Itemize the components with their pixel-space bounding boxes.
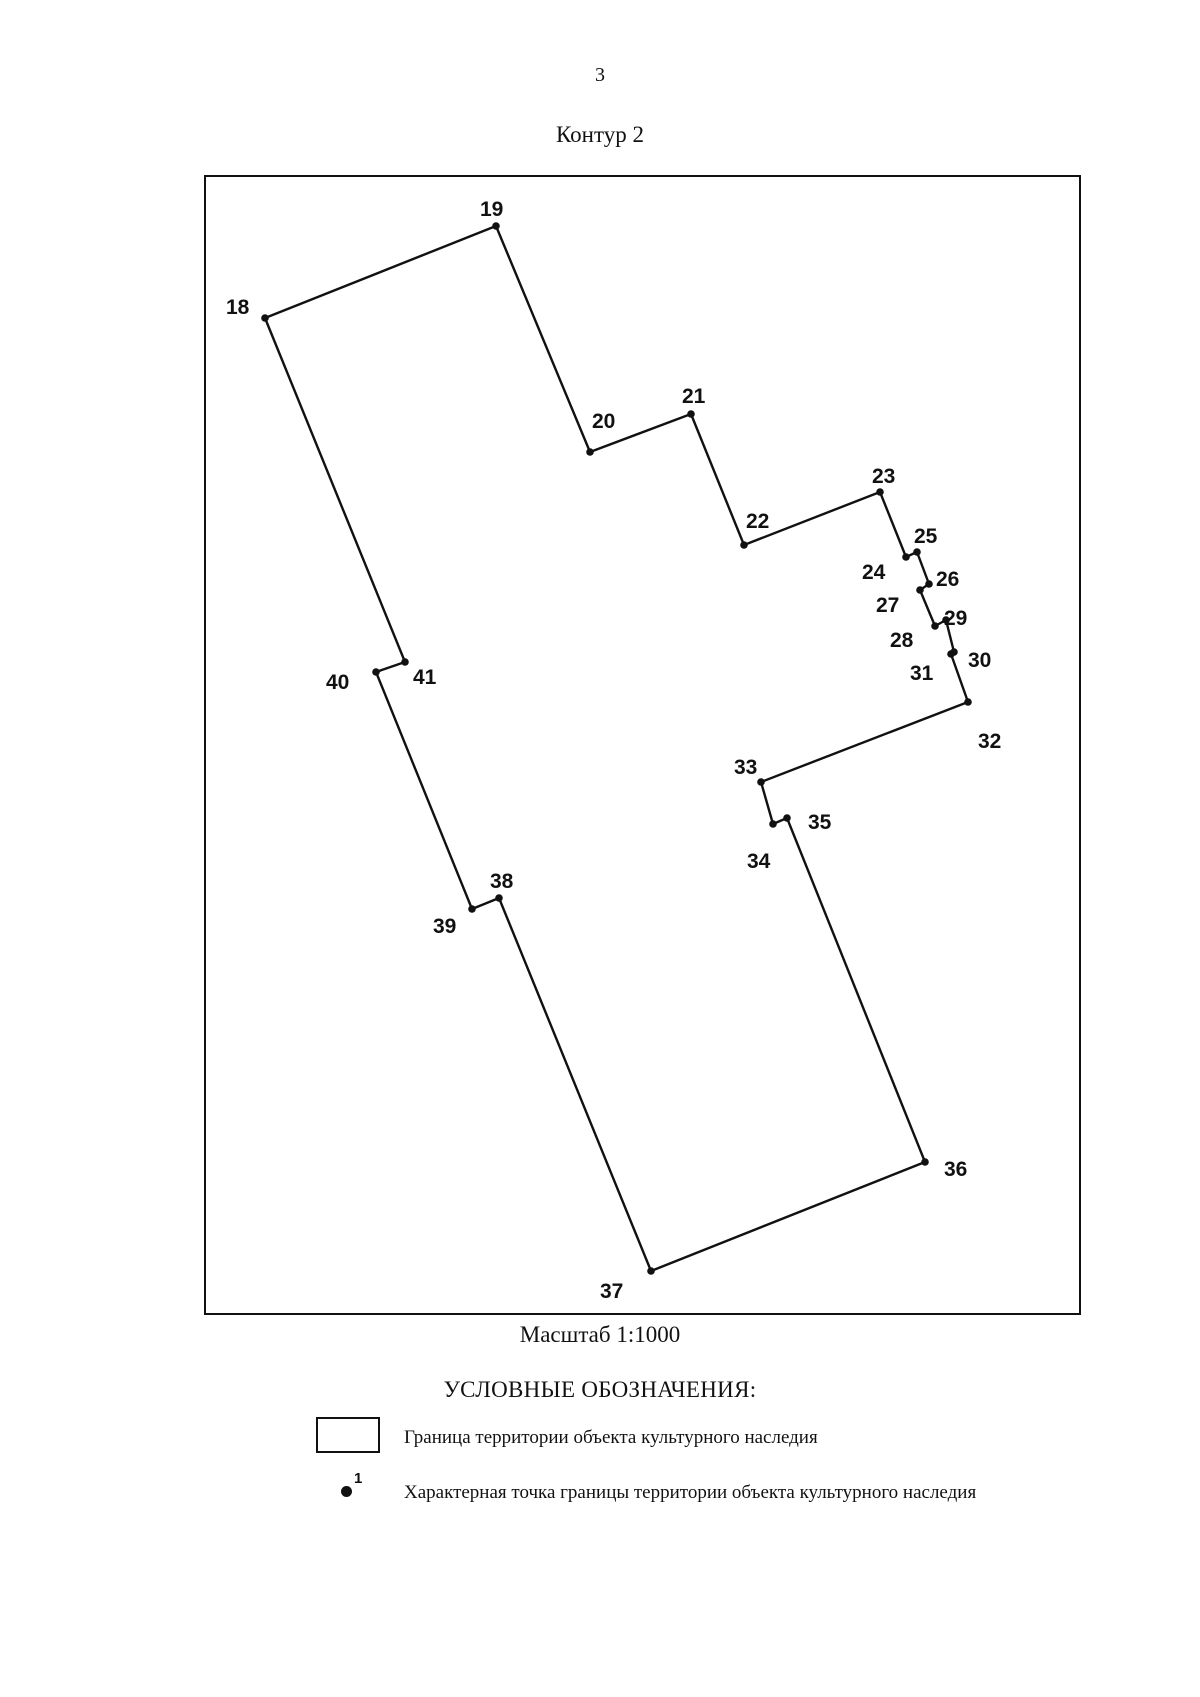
point-label-41: 41 (413, 666, 437, 689)
point-label-32: 32 (978, 730, 1001, 753)
point-label-27: 27 (876, 594, 899, 617)
boundary-point-20 (586, 448, 594, 456)
boundary-points (261, 222, 972, 1275)
legend-title: УСЛОВНЫЕ ОБОЗНАЧЕНИЯ: (443, 1377, 757, 1402)
point-label-26: 26 (936, 568, 959, 591)
point-label-22: 22 (746, 510, 769, 533)
boundary-point-33 (757, 778, 765, 786)
boundary-point-39 (468, 905, 476, 913)
point-label-18: 18 (226, 296, 250, 319)
contour-title: Контур 2 (555, 122, 644, 147)
legend-point-index: 1 (354, 1470, 363, 1487)
boundary-point-22 (740, 541, 748, 549)
legend-boundary-sample (316, 1417, 380, 1453)
boundary-point-34 (769, 820, 777, 828)
legend-point-text: Характерная точка границы территории объ… (404, 1482, 977, 1503)
point-label-29: 29 (944, 607, 967, 630)
legend-boundary-text: Граница территории объекта культурного н… (404, 1427, 818, 1448)
boundary-point-35 (783, 814, 791, 822)
boundary-point-23 (876, 488, 884, 496)
point-label-33: 33 (734, 756, 757, 779)
boundary-point-28 (931, 622, 939, 630)
point-label-21: 21 (682, 385, 706, 408)
point-label-35: 35 (808, 811, 832, 834)
point-label-31: 31 (910, 662, 934, 685)
boundary-point-19 (492, 222, 500, 230)
point-label-19: 19 (480, 198, 503, 221)
point-label-39: 39 (433, 915, 456, 938)
map-border (204, 175, 1081, 1315)
point-label-24: 24 (862, 561, 886, 584)
boundary-point-37 (647, 1267, 655, 1275)
point-label-30: 30 (968, 649, 991, 672)
boundary-point-27 (916, 586, 924, 594)
legend-point-sample (341, 1486, 352, 1497)
point-label-25: 25 (914, 525, 938, 548)
scale-label: Масштаб 1:1000 (519, 1322, 681, 1347)
boundary-polygon (263, 224, 970, 1273)
point-label-20: 20 (592, 410, 615, 433)
point-label-28: 28 (890, 629, 914, 652)
boundary-point-41 (401, 658, 409, 666)
boundary-point-18 (261, 314, 269, 322)
boundary-point-36 (921, 1158, 929, 1166)
boundary-point-32 (964, 698, 972, 706)
point-label-40: 40 (326, 671, 349, 694)
boundary-point-38 (495, 894, 503, 902)
point-label-23: 23 (872, 465, 895, 488)
point-label-38: 38 (490, 870, 514, 893)
boundary-point-31 (947, 650, 955, 658)
boundary-point-24 (902, 553, 910, 561)
boundary-point-40 (372, 668, 380, 676)
point-label-37: 37 (600, 1280, 623, 1303)
point-label-34: 34 (747, 850, 771, 873)
boundary-point-21 (687, 410, 695, 418)
boundary-point-26 (925, 580, 933, 588)
page-number: 3 (595, 64, 605, 86)
boundary-point-29 (942, 616, 950, 624)
boundary-point-25 (913, 548, 921, 556)
point-label-36: 36 (944, 1158, 967, 1181)
